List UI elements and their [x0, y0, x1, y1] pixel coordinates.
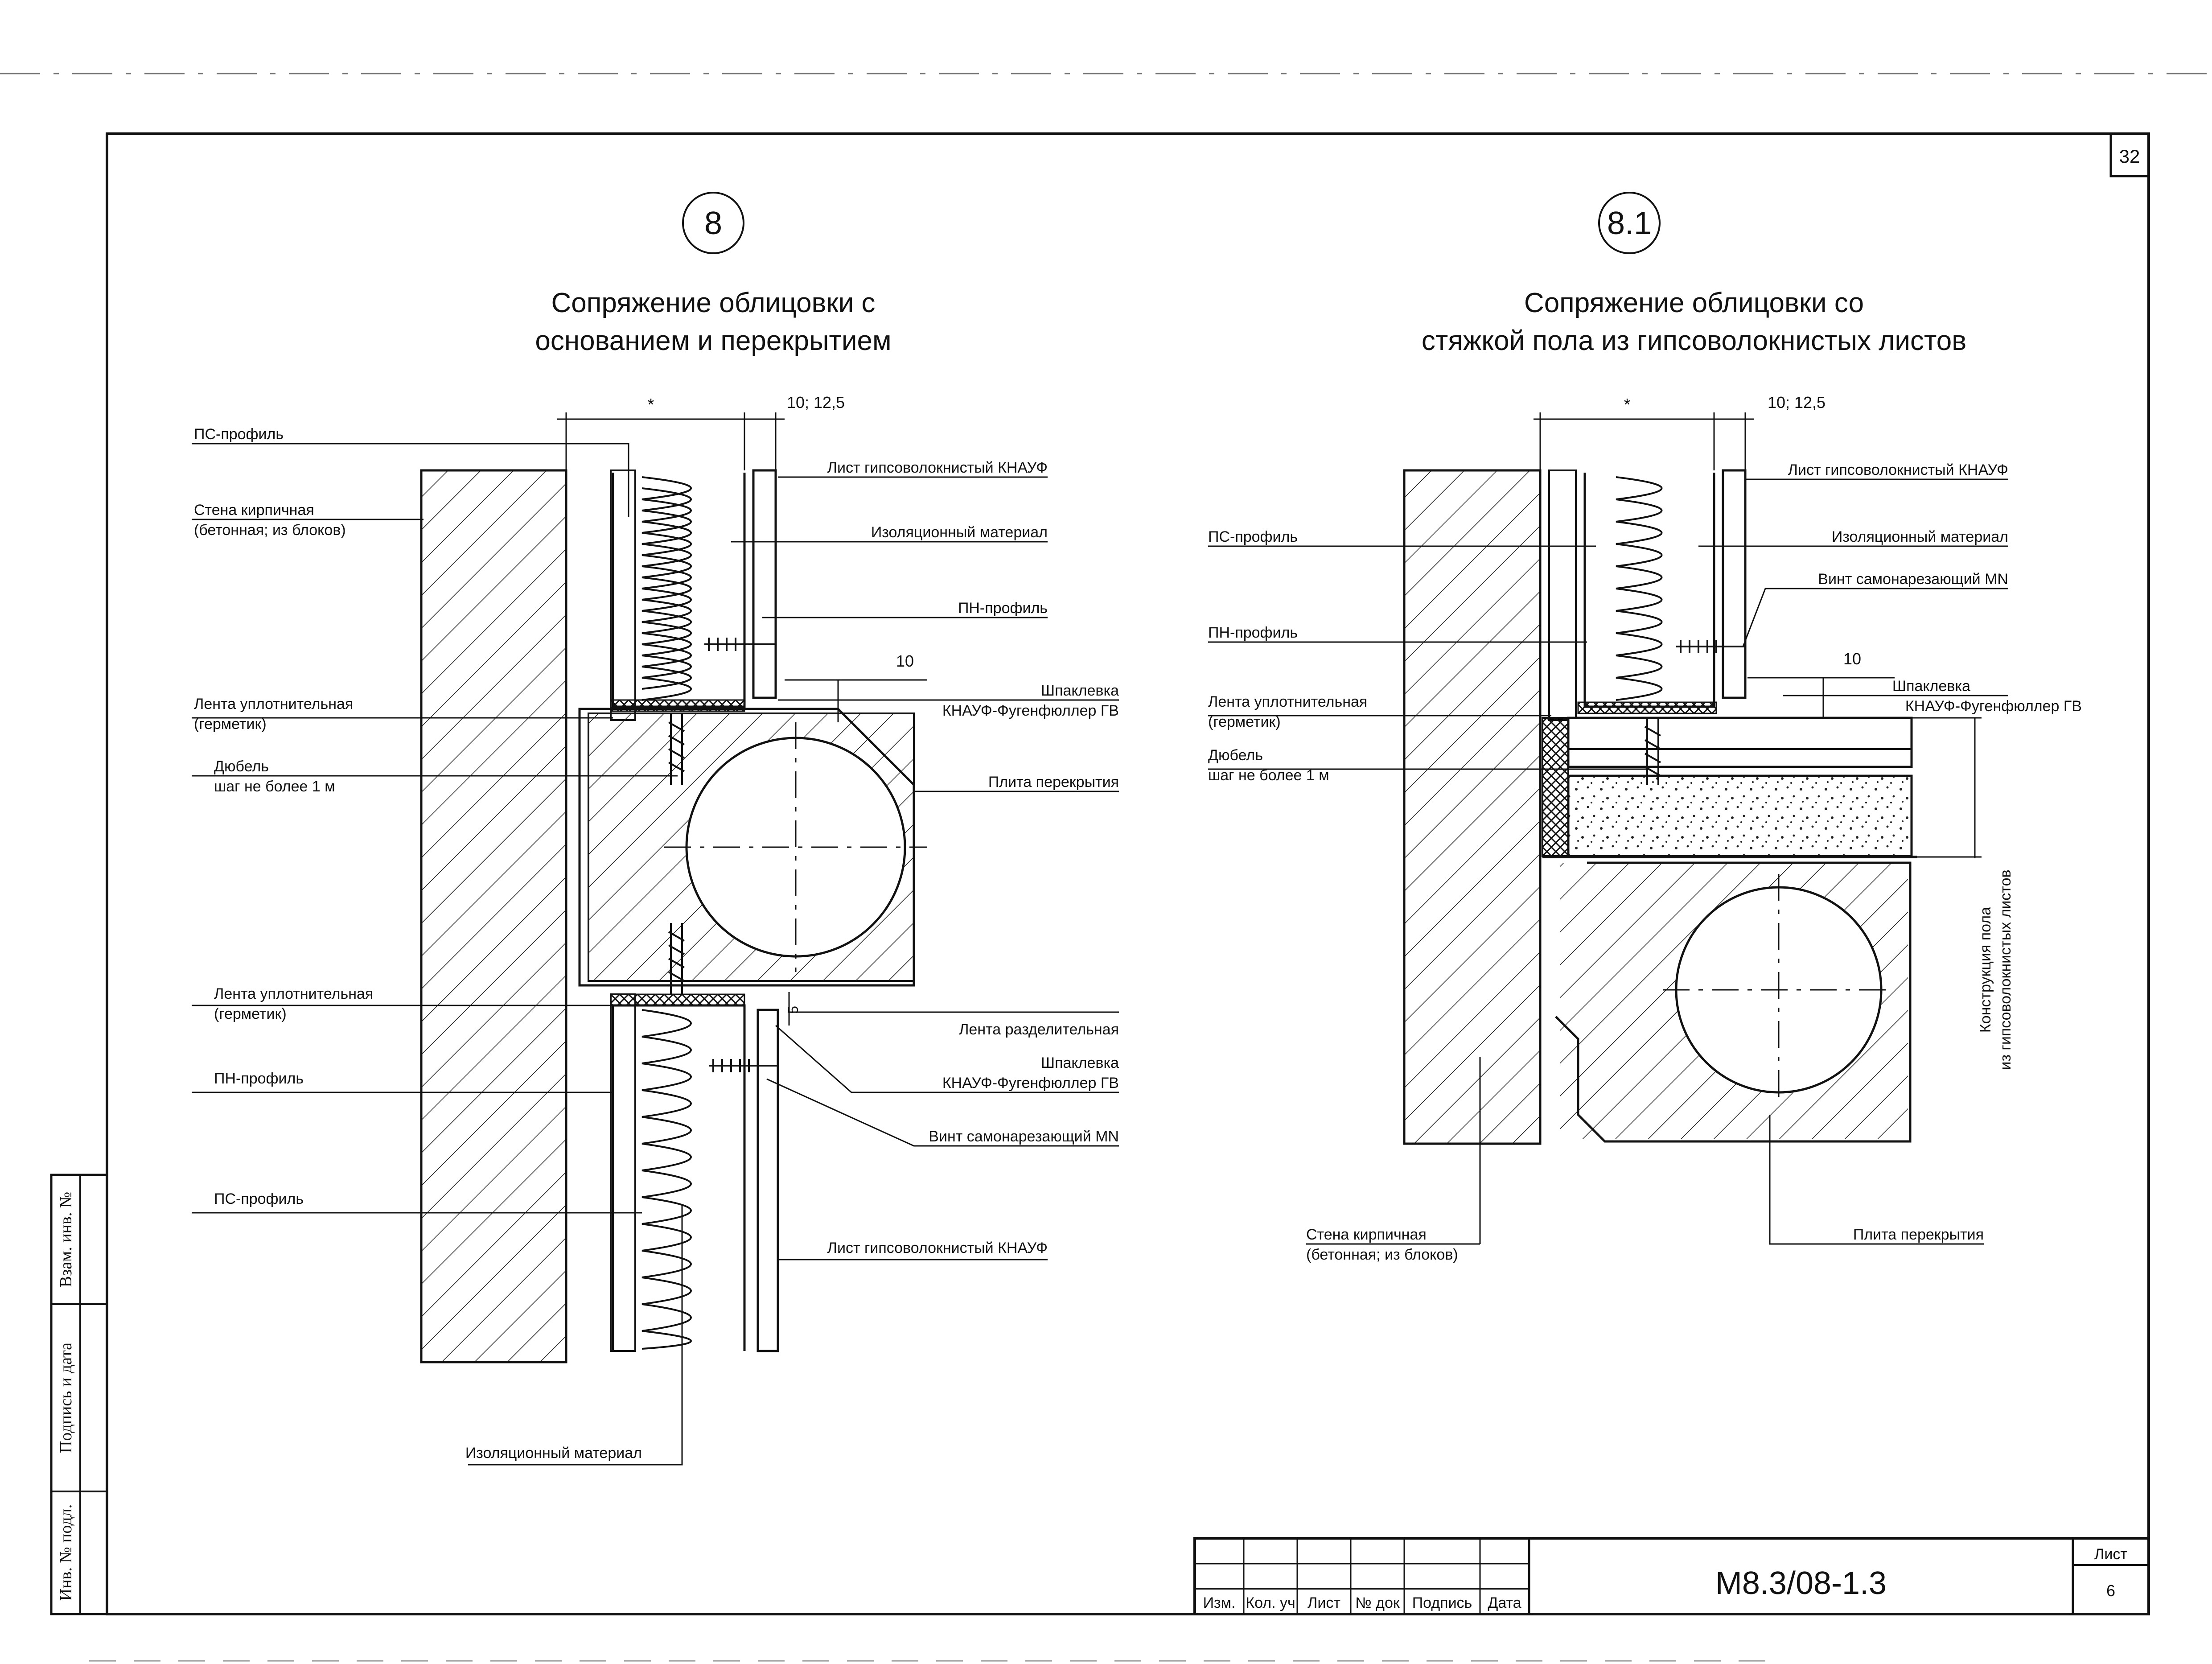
col-date: Дата	[1488, 1594, 1521, 1611]
label-separating-tape-8: Лента разделительная	[959, 1021, 1119, 1038]
title-block: Изм. Кол. уч Лист № док Подпись Дата М8.…	[1193, 1537, 2150, 1615]
label-tape-top-8-2: (герметик)	[194, 716, 267, 733]
detail-8-title-1: Сопряжение облицовки с	[551, 288, 876, 318]
detail-81-title-2: стяжкой пола из гипсоволокнистых листов	[1422, 325, 1966, 356]
floor-screed	[1542, 717, 1917, 858]
dim-top-8: 10; 12,5	[787, 393, 845, 412]
label-floor-81-1: Конструкция пола	[1977, 907, 1994, 1033]
gypsum-sheet-upper	[752, 469, 777, 699]
sheet-label: Лист	[2094, 1546, 2127, 1563]
dim-star-8: *	[648, 395, 654, 414]
document-code: М8.3/08-1.3	[1715, 1565, 1887, 1601]
col-change: Изм.	[1203, 1594, 1236, 1611]
col-signature: Подпись	[1412, 1594, 1472, 1611]
corner-number: 32	[2119, 146, 2140, 167]
col-count: Кол. уч	[1246, 1594, 1295, 1611]
masonry-wall	[420, 469, 567, 1363]
label-pn-profile-top-8: ПН-профиль	[958, 600, 1048, 617]
label-wall-8-2: (бетонная; из блоков)	[194, 522, 346, 539]
label-insulation-bottom-8: Изоляционный материал	[465, 1445, 642, 1462]
lower-lining	[610, 993, 779, 1352]
screw-lower	[709, 1059, 778, 1072]
col-docnum: № док	[1355, 1594, 1400, 1611]
dim-gap-81: 10	[1843, 650, 1861, 668]
dowel-81	[1645, 718, 1661, 785]
detail-81-title-1: Сопряжение облицовки со	[1524, 288, 1864, 318]
label-tape-81-1: Лента уплотнительная	[1208, 693, 1367, 710]
label-putty-bottom-8-1: Шпаклевка	[1041, 1054, 1119, 1071]
sheet-frame	[0, 73, 2212, 1662]
label-tape-bottom-8-2: (герметик)	[214, 1005, 287, 1022]
label-screw-8: Винт самонарезающий MN	[929, 1128, 1119, 1145]
label-tape-81-2: (герметик)	[1208, 713, 1281, 730]
edge-tape	[1542, 717, 1569, 857]
label-slab-81: Плита перекрытия	[1853, 1226, 1984, 1243]
gypsum-floor-boards	[1567, 717, 1913, 768]
detail-8: 8 Сопряжение облицовки с основанием и пе…	[192, 192, 1119, 1466]
detail-8-number: 8	[704, 206, 722, 241]
label-ps-profile-81: ПС-профиль	[1208, 528, 1298, 545]
label-dowel-8-2: шаг не более 1 м	[214, 778, 335, 795]
stamp-replaced-inv: Взам. инв. №	[57, 1192, 75, 1287]
label-putty-top-8-1: Шпаклевка	[1041, 682, 1119, 699]
masonry-wall-81	[1403, 469, 1542, 1145]
stamp-original-inv: Инв. № подл.	[57, 1504, 75, 1601]
label-tape-bottom-8-1: Лента уплотнительная	[214, 985, 373, 1002]
label-ps-profile-top-8: ПС-профиль	[194, 426, 284, 443]
label-dowel-81-2: шаг не более 1 м	[1208, 767, 1329, 784]
stamp-signature-date: Подпись и дата	[57, 1343, 75, 1453]
label-insulation-top-8: Изоляционный материал	[871, 524, 1048, 541]
label-dowel-8-1: Дюбель	[214, 758, 269, 775]
label-putty-81-1: Шпаклевка	[1892, 678, 1970, 695]
label-putty-81-2: КНАУФ-Фугенфюллер ГВ	[1905, 698, 2082, 715]
screw-upper	[704, 638, 776, 651]
label-insulation-81: Изоляционный материал	[1832, 528, 2008, 545]
label-pn-profile-81: ПН-профиль	[1208, 624, 1298, 641]
detail-81-number: 8.1	[1607, 206, 1652, 241]
dim-star-81: *	[1624, 395, 1631, 414]
label-wall-81-2: (бетонная; из блоков)	[1306, 1246, 1458, 1263]
col-sheet: Лист	[1307, 1594, 1340, 1611]
label-screw-81: Винт самонарезающий MN	[1818, 571, 2008, 588]
dim-top-81: 10; 12,5	[1768, 393, 1826, 412]
label-dowel-81-1: Дюбель	[1208, 747, 1263, 764]
insulation-coils-upper	[641, 476, 692, 701]
label-pn-profile-bottom-8: ПН-профиль	[214, 1070, 304, 1087]
lining-81	[1548, 469, 1747, 721]
label-sheet-81: Лист гипсоволокнистый КНАУФ	[1788, 461, 2008, 478]
side-stamp: Взам. инв. № Подпись и дата Инв. № подл.	[50, 1174, 108, 1615]
label-putty-top-8-2: КНАУФ-Фугенфюллер ГВ	[942, 702, 1119, 719]
label-ps-profile-bottom-8: ПС-профиль	[214, 1190, 304, 1207]
sheet-number: 6	[2106, 1582, 2115, 1600]
label-putty-bottom-8-2: КНАУФ-Фугенфюллер ГВ	[942, 1075, 1119, 1091]
detail-8-1: 8.1 Сопряжение облицовки со стяжкой пола…	[1208, 192, 2082, 1263]
label-slab-8: Плита перекрытия	[988, 774, 1119, 791]
insulation-coils-lower	[641, 1009, 692, 1350]
label-wall-8-1: Стена кирпичная	[194, 502, 314, 519]
detail-8-title-2: основанием и перекрытием	[535, 325, 891, 356]
label-wall-81-1: Стена кирпичная	[1306, 1226, 1427, 1243]
dowel-lower	[668, 923, 685, 994]
dowel-upper	[668, 713, 685, 785]
label-sheet-top-8: Лист гипсоволокнистый КНАУФ	[827, 459, 1048, 476]
upper-lining	[610, 469, 777, 721]
dry-fill	[1567, 774, 1913, 857]
sheet-corner-box: 32	[2109, 132, 2150, 177]
dim-gap-8: 10	[896, 652, 914, 670]
label-tape-top-8-1: Лента уплотнительная	[194, 696, 353, 713]
screw-81	[1676, 640, 1745, 653]
label-sheet-bottom-8: Лист гипсоволокнистый КНАУФ	[827, 1240, 1048, 1256]
label-floor-81-2: из гипсоволокнистых листов	[1997, 869, 2014, 1070]
gypsum-sheet-81	[1722, 469, 1747, 699]
gypsum-sheet-lower	[757, 1009, 779, 1352]
